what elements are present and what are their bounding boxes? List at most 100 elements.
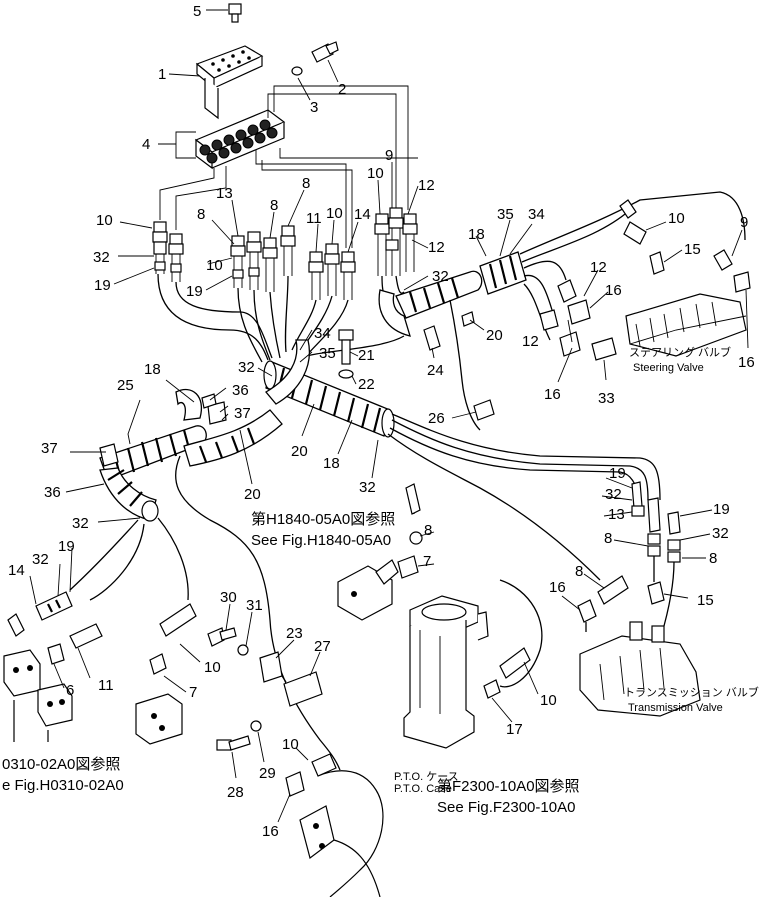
label-10d: 10 [367,165,384,182]
label-10a: 10 [96,212,113,229]
label-5: 5 [193,3,201,20]
label-8d: 8 [604,530,612,547]
label-8a: 8 [197,206,205,223]
part-number-labels: 5 1 2 3 4 10 32 19 13 8 8 8 10 19 11 10 … [8,3,755,840]
label-20a: 20 [486,327,503,344]
leader-lines [29,9,749,823]
label-10b: 10 [206,257,223,274]
transmission-valve-label-jp: トランスミッション バルブ [624,685,759,699]
transmission-valve [579,621,701,717]
steering-valve-label-en: Steering Valve [633,362,704,374]
label-26: 26 [428,410,445,427]
label-15b: 15 [697,592,714,609]
label-16a: 16 [605,282,622,299]
clamp-26 [473,399,495,421]
clamp-36 [201,393,217,409]
ref-h1840-jp: 第H1840-05A0図参照 [251,510,395,528]
label-32g: 32 [712,525,729,542]
label-24: 24 [427,362,444,379]
fittings-steering [539,199,751,361]
ref-f2300-jp: 第F2300-10A0図参照 [437,777,580,795]
label-14a: 14 [354,206,371,223]
label-20b: 20 [291,443,308,460]
bolt-30 [207,627,237,647]
label-9a: 9 [385,147,393,164]
washer-29 [250,720,262,732]
clamp-37-left [99,443,119,467]
oring-8-center [409,531,423,545]
label-16c: 16 [544,386,561,403]
steering-valve [625,293,747,357]
fittings-lower-left [7,591,197,675]
label-35b: 35 [319,345,336,362]
washer-3 [291,66,303,76]
transmission-valve-label-en: Transmission Valve [628,702,723,714]
label-23: 23 [286,625,303,642]
fitting-column-right [374,207,418,276]
bolt-5 [228,3,242,23]
fitting-pto [285,753,337,797]
label-15a: 15 [684,241,701,258]
label-36b: 36 [44,484,61,501]
pto-case [299,770,384,897]
clamp-24 [423,325,441,351]
label-17: 17 [506,721,523,738]
label-33: 33 [598,390,615,407]
label-8c: 8 [302,175,310,192]
ref-h1840-en: See Fig.H1840-05A0 [251,532,391,549]
fitting-column-mid [308,243,356,300]
label-1: 1 [158,66,166,83]
label-32d: 32 [359,479,376,496]
block-h0310-lower [37,683,73,727]
label-32f: 32 [605,486,622,503]
label-16d: 16 [549,579,566,596]
block-7 [135,693,183,745]
fitting-column-mid-left [230,225,296,292]
bracket-23 [259,651,283,683]
label-13b: 13 [608,506,625,523]
label-11b: 11 [98,677,114,694]
fitting-8-center [405,483,421,515]
label-16e: 16 [262,823,279,840]
label-7b: 7 [189,684,197,701]
label-9b: 9 [740,214,748,231]
label-30: 30 [220,589,237,606]
label-10g: 10 [540,692,557,709]
label-19c: 19 [609,465,626,482]
fitting-column-left [152,221,184,282]
label-16b: 16 [738,354,755,371]
label-32h: 32 [32,551,49,568]
label-18a: 18 [468,226,485,243]
bolt-21 [338,329,354,365]
label-31: 31 [246,597,263,614]
bracket-1 [195,45,264,120]
block-h0310-upper [3,649,41,697]
label-22: 22 [358,376,375,393]
bolt-28 [216,735,251,751]
label-6: 6 [66,682,74,699]
bolt-2 [311,41,339,63]
manifold-block-4 [194,109,286,170]
label-20c: 20 [244,486,261,503]
label-37b: 37 [41,440,58,457]
bracket-27 [283,671,323,707]
label-36a: 36 [232,382,249,399]
label-19d: 19 [713,501,730,518]
label-10c: 10 [326,205,343,222]
pto-label-en: P.T.O. Case [394,783,452,795]
label-10h: 10 [282,736,299,753]
label-10e: 10 [668,210,685,227]
label-11a: 11 [306,210,322,227]
label-21: 21 [358,347,375,364]
label-14b: 14 [8,562,25,579]
label-34b: 34 [314,325,331,342]
label-12d: 12 [522,333,539,350]
ref-f2300-en: See Fig.F2300-10A0 [437,799,575,816]
hose-wrap-upper-right [378,251,527,337]
label-34a: 34 [528,206,545,223]
label-10f: 10 [204,659,221,676]
label-29: 29 [259,765,276,782]
label-18b: 18 [144,361,161,378]
label-28: 28 [227,784,244,801]
